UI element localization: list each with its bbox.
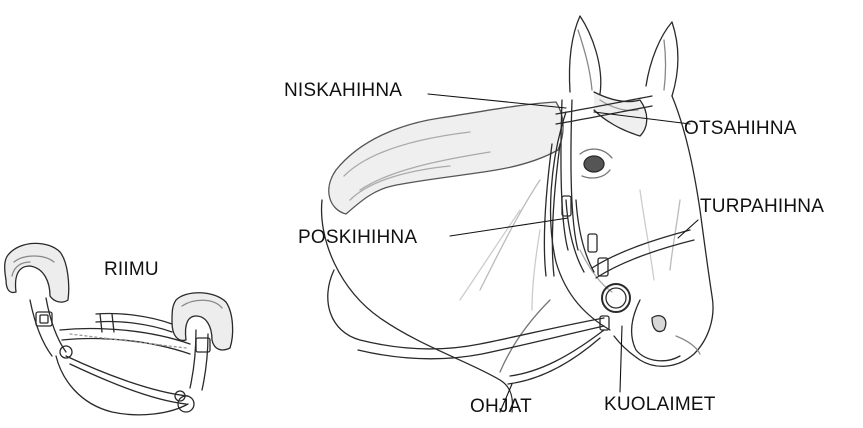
label-reins: OHJAT (470, 396, 532, 418)
label-cheekpiece: POSKIHIHNA (298, 227, 417, 249)
label-browband: OTSAHIHNA (684, 118, 797, 140)
leader-noseband (678, 220, 698, 238)
bridle-cheekpiece (566, 200, 594, 272)
horse-ear-right (646, 22, 678, 96)
horse-eye (584, 156, 604, 172)
label-noseband: TURPAHIHNA (700, 196, 824, 218)
leader-bit (620, 326, 622, 392)
horse-illustration (322, 16, 713, 412)
label-neck-strap: NISKAHIHNA (284, 80, 402, 102)
horse-mane (329, 102, 563, 214)
label-bit: KUOLAIMET (604, 394, 716, 416)
halter-left-fleece (5, 243, 69, 302)
label-halter: RIIMU (104, 259, 159, 281)
horse-nostril (652, 316, 666, 332)
leader-neck-strap (428, 94, 566, 108)
